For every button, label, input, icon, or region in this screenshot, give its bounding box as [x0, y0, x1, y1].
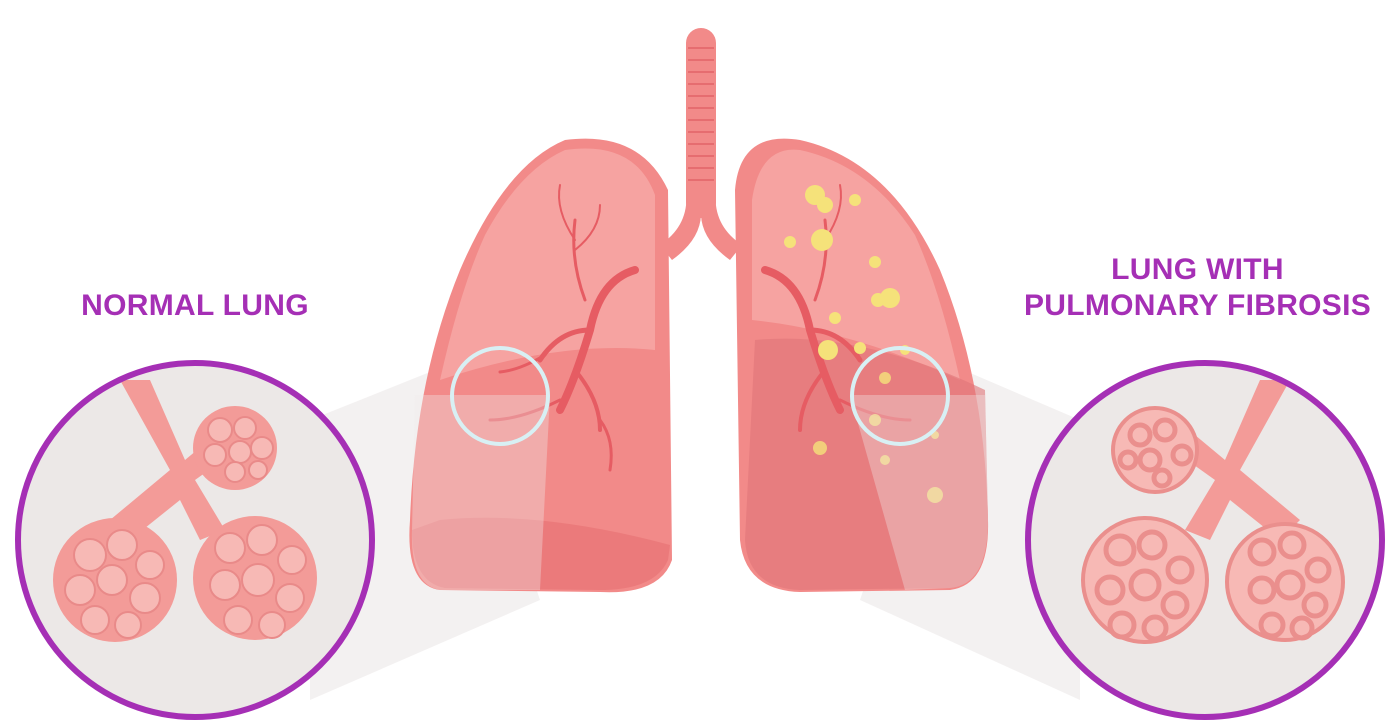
fibrosis-label-line1: LUNG WITH — [1010, 252, 1385, 288]
trachea — [660, 28, 742, 260]
normal-alveoli-detail — [18, 363, 372, 717]
fibrosis-lung-label: LUNG WITH PULMONARY FIBROSIS — [1010, 252, 1385, 324]
normal-lung-label: NORMAL LUNG — [40, 288, 350, 324]
normal-lung-title: NORMAL LUNG — [81, 289, 309, 322]
fibrotic-alveoli-detail — [1028, 363, 1382, 717]
lens-overlay-left — [412, 395, 550, 590]
fibrosis-label-line2: PULMONARY FIBROSIS — [1010, 288, 1385, 324]
